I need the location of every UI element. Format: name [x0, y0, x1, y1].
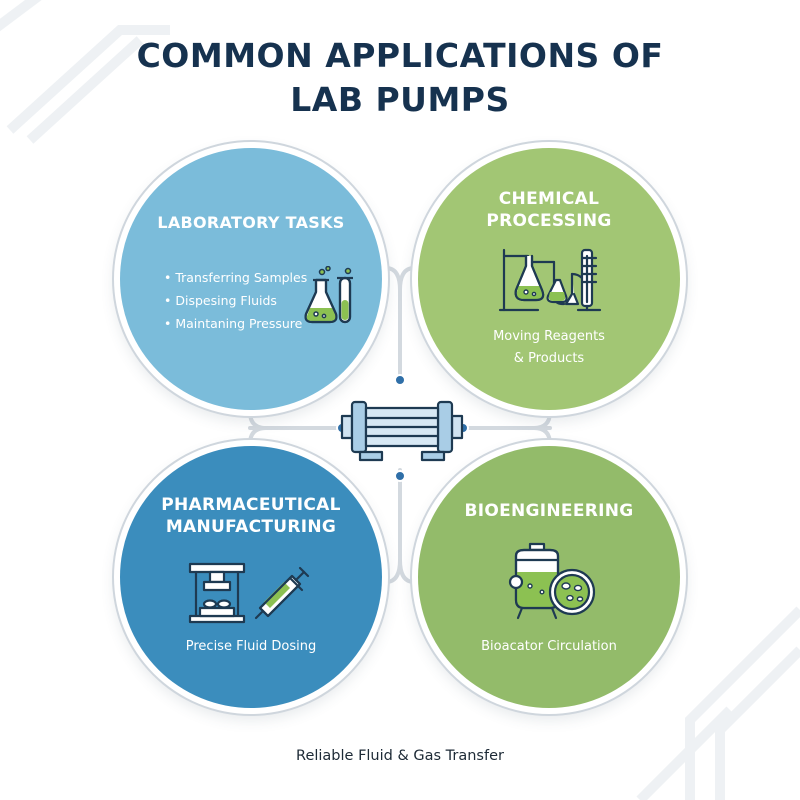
chemical-caption: Moving Reagents & Products: [418, 326, 680, 370]
node-bioengineering: BIOENGINEERING Bioacator Circulation: [418, 446, 680, 708]
chemical-heading-line-2: PROCESSING: [486, 211, 612, 231]
laboratory-heading: LABORATORY TASKS: [157, 213, 345, 232]
lab-pump-icon: [340, 400, 464, 462]
connector-dot-top: [394, 374, 406, 386]
connector-dot-bottom: [394, 470, 406, 482]
laboratory-bullet-list: Transferring Samples Dispesing Fluids Ma…: [164, 266, 307, 335]
flask-test-tube-icon: [304, 266, 353, 324]
pharmaceutical-heading: PHARMACEUTICAL MANUFACTURING: [120, 494, 382, 538]
node-laboratory-tasks: LABORATORY TASKS Transferring Samples Di…: [120, 148, 382, 410]
pharmaceutical-heading-line-2: MANUFACTURING: [165, 517, 337, 537]
pharmaceutical-caption: Precise Fluid Dosing: [185, 639, 317, 654]
chemical-caption-line-1: Moving Reagents: [493, 329, 605, 344]
page-title: COMMON APPLICATIONS OF LAB PUMPS: [0, 34, 800, 122]
chemical-heading: CHEMICAL PROCESSING: [418, 188, 680, 232]
pill-press-syringe-icon: [188, 562, 310, 624]
pharmaceutical-heading-line-1: PHARMACEUTICAL: [161, 495, 341, 515]
node-chemical-processing: CHEMICAL PROCESSING: [418, 148, 680, 410]
laboratory-bullet-3: Maintaning Pressure: [164, 312, 307, 335]
laboratory-bullet-2: Dispesing Fluids: [164, 289, 307, 312]
chemical-caption-line-2: & Products: [513, 351, 585, 366]
title-line-1: COMMON APPLICATIONS OF: [136, 36, 664, 75]
bioreactor-petri-dish-icon: [508, 542, 596, 620]
title-line-2: LAB PUMPS: [290, 80, 510, 119]
chemical-heading-line-1: CHEMICAL: [498, 189, 600, 209]
distillation-apparatus-icon: [498, 248, 602, 312]
bioengineering-caption: Bioacator Circulation: [481, 639, 617, 654]
node-pharmaceutical-manufacturing: PHARMACEUTICAL MANUFACTURING Precise Flu…: [120, 446, 382, 708]
bioengineering-heading: BIOENGINEERING: [464, 501, 634, 521]
laboratory-bullet-1: Transferring Samples: [164, 266, 307, 289]
footer-tagline: Reliable Fluid & Gas Transfer: [296, 748, 504, 764]
